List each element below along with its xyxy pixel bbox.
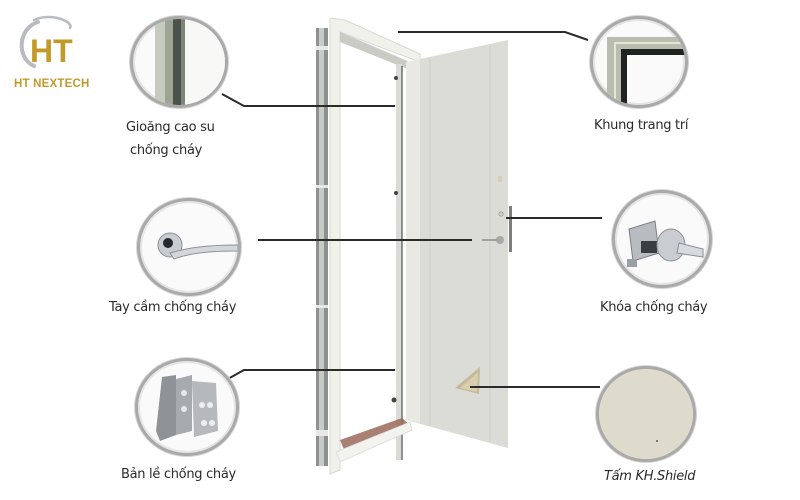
callout-gasket-thumbnail (130, 16, 228, 108)
rubber-gasket-icon (155, 19, 225, 105)
frame-corner-icon (607, 37, 685, 105)
brand-logo: HT HT NEXTECH (8, 14, 118, 90)
label-handle: Tay cầm chống cháy (109, 300, 237, 315)
callout-handle-thumbnail (137, 198, 241, 296)
label-panel: Tấm KH.Shield (604, 469, 696, 484)
callout-hinge-thumbnail (135, 358, 239, 456)
lock-set-icon (627, 220, 704, 267)
lever-handle-icon (157, 232, 238, 260)
callout-panel-thumbnail (596, 366, 696, 462)
callout-lock-thumbnail (612, 190, 712, 288)
brand-name: HT NEXTECH (14, 78, 90, 90)
label-gasket-line1: Gioăng cao su (126, 120, 215, 135)
callout-frame-trim-thumbnail (590, 16, 688, 108)
label-frame-trim: Khung trang trí (594, 118, 689, 133)
label-gasket-line2: chống cháy (130, 143, 203, 158)
shield-panel-icon (599, 369, 693, 459)
hinge-icon (156, 375, 218, 441)
label-lock: Khóa chống cháy (600, 300, 708, 315)
svg-text:HT: HT (30, 33, 73, 69)
ht-logo-icon: HT (19, 15, 73, 69)
label-hinge: Bản lề chống cháy (121, 467, 236, 482)
